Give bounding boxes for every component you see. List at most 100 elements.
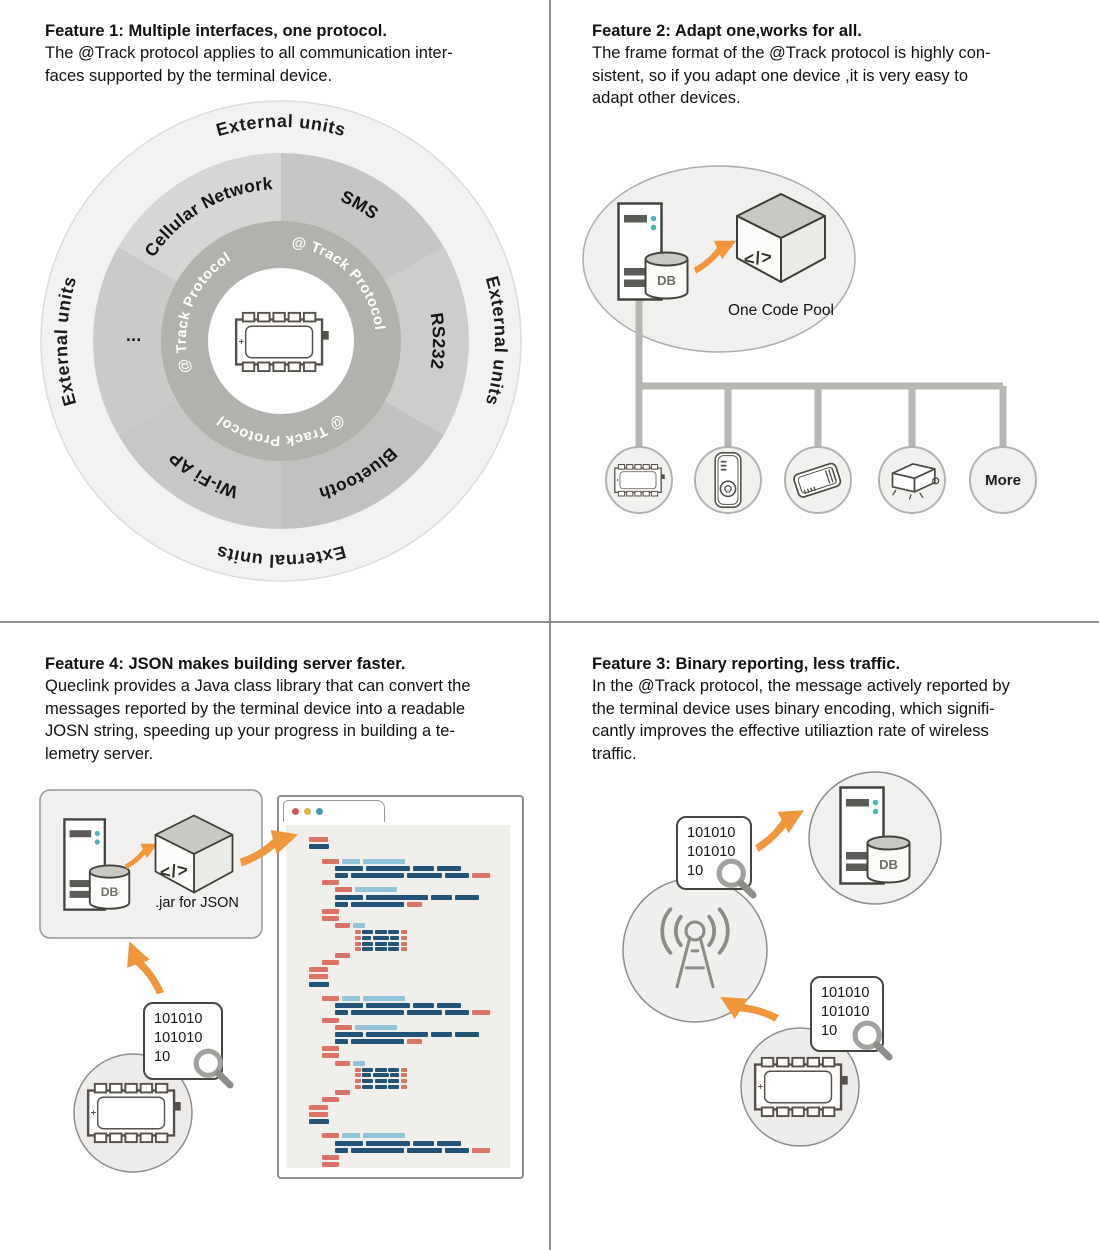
code-segment (445, 1147, 469, 1153)
code-segment (407, 901, 422, 907)
code-line (296, 1147, 510, 1153)
magnifier-icon (852, 1020, 893, 1061)
code-line (296, 995, 510, 1001)
server-db-icon: DB (63, 818, 131, 911)
code-line (296, 1073, 510, 1078)
code-segment (342, 858, 360, 864)
code-line (296, 947, 510, 952)
code-window-tab (283, 800, 385, 822)
server-db-icon: DB (839, 786, 911, 885)
code-segment (472, 872, 490, 878)
code-segment (309, 1111, 328, 1117)
code-line (296, 1104, 510, 1110)
code-segment (388, 947, 399, 952)
orange-arrow (747, 803, 812, 853)
code-segment (335, 1140, 363, 1146)
code-line (296, 837, 510, 842)
code-segment (372, 936, 389, 941)
antenna-tower-icon (660, 907, 730, 989)
feature4-title: Feature 4: JSON makes building server fa… (45, 655, 406, 673)
code-segment (335, 1031, 363, 1037)
code-segment (437, 865, 461, 871)
code-line (296, 1154, 510, 1160)
code-segment (388, 1079, 399, 1083)
code-segment (400, 1067, 407, 1072)
code-segment (322, 916, 339, 922)
window-dot-red-icon (292, 808, 299, 815)
feature4-text: Feature 4: JSON makes building server fa… (45, 653, 540, 765)
code-segment (363, 858, 405, 864)
code-segment (309, 1104, 328, 1110)
code-segment (322, 1162, 339, 1168)
code-segment (335, 1003, 363, 1009)
code-segment (309, 967, 328, 973)
code-segment (355, 887, 397, 893)
window-dot-yellow-icon (304, 808, 311, 815)
code-segment (400, 930, 407, 935)
tracker-device-icon (753, 1056, 848, 1118)
feature3-text: Feature 3: Binary reporting, less traffi… (592, 653, 1087, 765)
code-segment (362, 941, 373, 946)
code-segment (309, 1118, 329, 1124)
feature2-body: The frame format of the @Track protocol … (592, 44, 991, 108)
code-segment (351, 872, 404, 878)
device-circle-2 (694, 446, 762, 514)
binary-card-f4: 101010 101010 10 (143, 1002, 234, 1089)
code-segment (374, 941, 387, 946)
code-segment (309, 981, 329, 987)
code-pool-cube-icon (736, 193, 826, 283)
code-segment (407, 1010, 442, 1016)
code-line (296, 923, 510, 929)
tracker-device-icon (234, 311, 329, 373)
horizontal-divider (0, 621, 1099, 623)
code-segment (351, 901, 404, 907)
code-line (296, 851, 510, 856)
code-line (296, 872, 510, 878)
code-segment (335, 1060, 350, 1066)
code-window-content (286, 825, 510, 1168)
code-segment (353, 1060, 365, 1066)
magnifier-icon (193, 1048, 234, 1089)
code-segment (390, 1073, 399, 1078)
code-line (296, 1111, 510, 1117)
outer-label-right: External units (482, 274, 511, 408)
code-segment (322, 1046, 339, 1052)
code-segment (335, 1024, 352, 1030)
sector-label-bluetooth: Bluetooth (317, 444, 401, 504)
code-segment (354, 936, 361, 941)
code-segment (335, 923, 350, 929)
feature1-text: Feature 1: Multiple interfaces, one prot… (45, 20, 535, 87)
code-segment (322, 908, 339, 914)
code-segment (335, 887, 352, 893)
tracker-device-icon (86, 1082, 181, 1144)
code-segment (322, 858, 339, 864)
code-segment (431, 894, 452, 900)
code-line (296, 1133, 510, 1139)
code-segment (400, 947, 407, 952)
code-segment (322, 960, 339, 965)
code-segment (354, 1073, 361, 1078)
feature3-title: Feature 3: Binary reporting, less traffi… (592, 655, 901, 673)
code-segment (362, 1073, 371, 1078)
code-line (296, 952, 510, 958)
code-segment (374, 1079, 387, 1083)
code-segment (407, 1039, 422, 1045)
code-line (296, 865, 510, 871)
orange-arrow (120, 839, 163, 870)
code-line (296, 960, 510, 965)
code-line (296, 1079, 510, 1083)
code-line (296, 894, 510, 900)
code-segment (351, 1147, 404, 1153)
code-segment (354, 930, 361, 935)
code-segment (400, 936, 407, 941)
code-segment (335, 1010, 348, 1016)
code-segment (351, 1039, 404, 1045)
code-line (296, 1031, 510, 1037)
rugged-device-icon (891, 463, 940, 501)
wheel-inner-ring (161, 221, 401, 461)
sector-label-rs232: RS232 (427, 311, 449, 370)
code-segment (335, 865, 363, 871)
code-line (296, 1097, 510, 1103)
code-pool-ellipse (582, 165, 856, 353)
code-line (296, 916, 510, 922)
